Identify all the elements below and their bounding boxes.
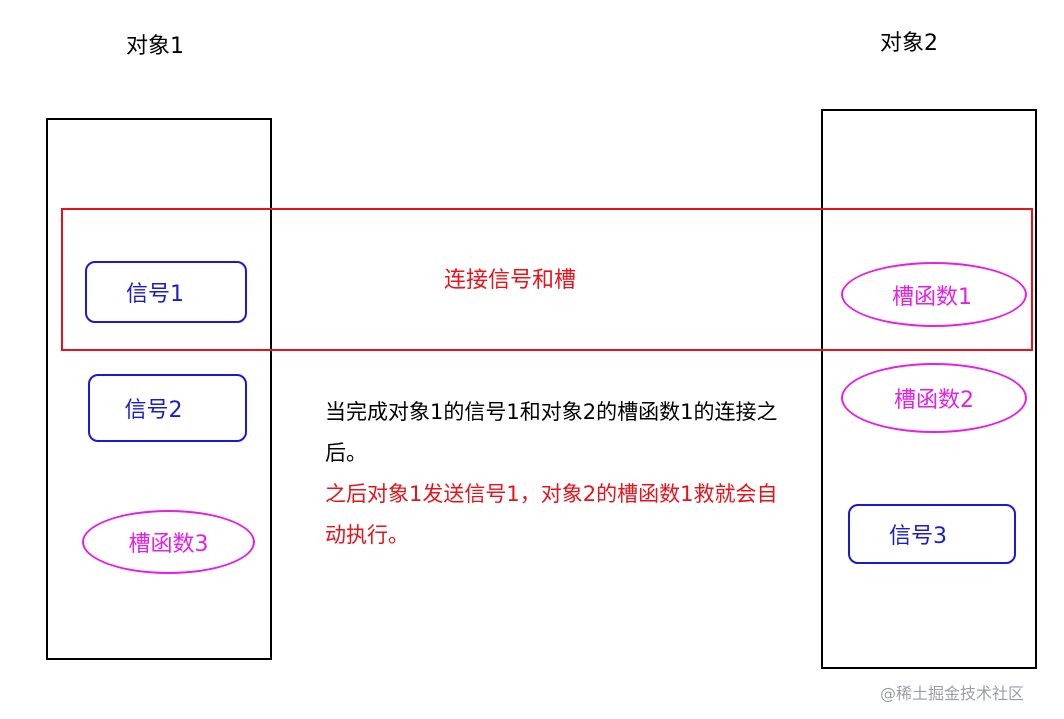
object2-slot2: 槽函数2 (841, 363, 1027, 433)
object2-box (821, 109, 1037, 669)
object1-signal1: 信号1 (85, 261, 247, 323)
object1-signal2: 信号2 (88, 374, 247, 442)
description-highlight: 之后对象1发送信号1，对象2的槽函数1救就会自动执行。 (325, 482, 778, 547)
connection-box (61, 208, 1033, 351)
slot3-label: 槽函数3 (128, 532, 209, 557)
slot1-label: 槽函数1 (892, 284, 972, 310)
object2-signal3: 信号3 (848, 504, 1016, 564)
object1-slot3: 槽函数3 (82, 510, 255, 574)
signal2-label: 信号2 (124, 398, 183, 423)
object1-box (46, 118, 272, 660)
slot2-label: 槽函数2 (894, 388, 974, 413)
signal3-label: 信号3 (889, 524, 947, 549)
object1-title: 对象1 (126, 34, 184, 59)
object2-title: 对象2 (880, 31, 938, 56)
connection-label: 连接信号和槽 (444, 268, 577, 293)
signal1-label: 信号1 (126, 282, 184, 307)
description-text: 当完成对象1的信号1和对象2的槽函数1的连接之后。 (325, 400, 778, 465)
description: 当完成对象1的信号1和对象2的槽函数1的连接之后。 之后对象1发送信号1，对象2… (325, 392, 795, 556)
object2-slot1: 槽函数1 (841, 262, 1027, 327)
watermark: @稀土掘金技术社区 (880, 684, 1025, 703)
